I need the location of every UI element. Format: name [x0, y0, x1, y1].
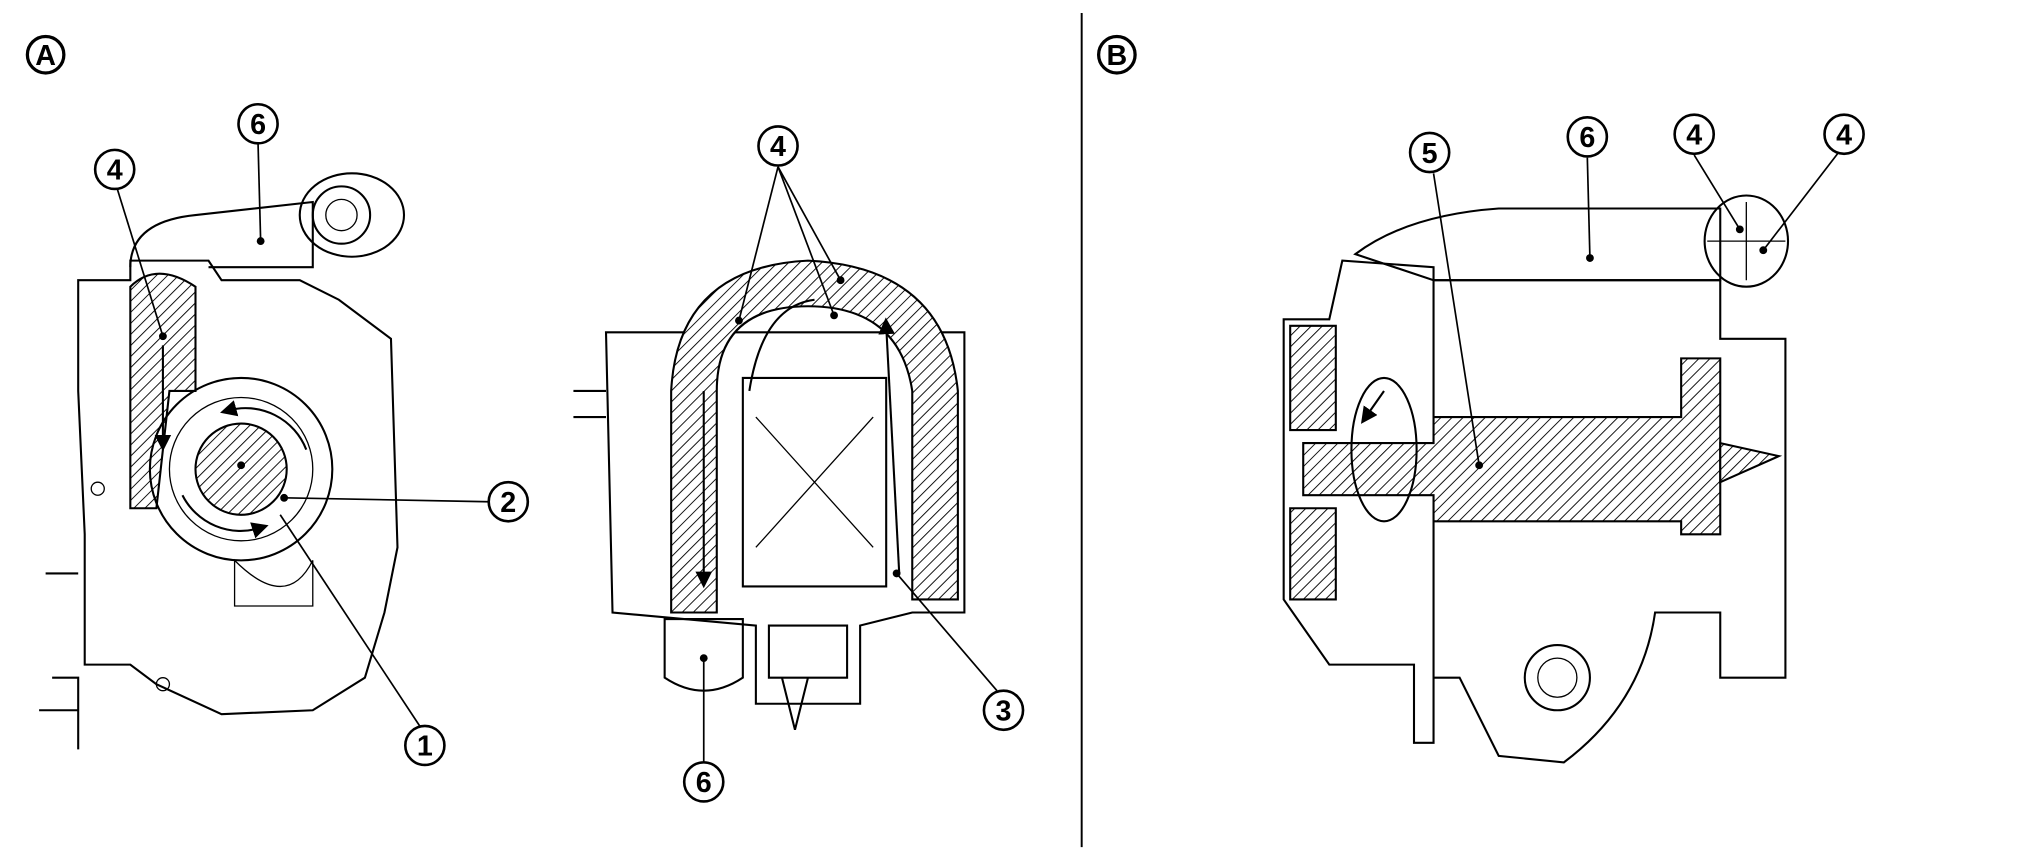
pump-cross-section	[1282, 194, 1790, 764]
callout-text: 3	[996, 696, 1012, 728]
callout-4-left: 4	[93, 148, 136, 191]
callout-4-b-left: 4	[1673, 113, 1716, 156]
callout-4-center: 4	[757, 125, 799, 167]
callout-4-b-right: 4	[1823, 113, 1865, 156]
panel-a-text: A	[35, 40, 56, 72]
callout-text: 4	[1836, 120, 1852, 152]
callout-text: 4	[770, 131, 786, 163]
callout-6-bottom: 6	[682, 761, 725, 803]
callout-2: 2	[487, 480, 530, 523]
callout-text: 6	[250, 109, 266, 141]
leader-lines	[116, 143, 1839, 763]
callout-5: 5	[1408, 131, 1451, 174]
callout-6-b: 6	[1566, 115, 1609, 158]
panel-label-a: A	[25, 34, 66, 75]
callout-text: 5	[1422, 138, 1438, 170]
pump-front-view	[39, 172, 406, 750]
callout-text: 6	[696, 767, 712, 799]
callout-text: 2	[500, 487, 516, 519]
callout-1: 1	[404, 724, 446, 767]
panel-b-text: B	[1107, 40, 1128, 72]
pump-side-view	[573, 259, 966, 731]
panel-label-b: B	[1096, 34, 1137, 75]
callout-text: 6	[1579, 122, 1595, 154]
callout-3: 3	[982, 689, 1025, 732]
callout-text: 1	[417, 731, 433, 763]
callout-text: 4	[1686, 120, 1702, 152]
callout-6-top-left: 6	[237, 102, 279, 145]
callout-text: 4	[107, 155, 123, 187]
